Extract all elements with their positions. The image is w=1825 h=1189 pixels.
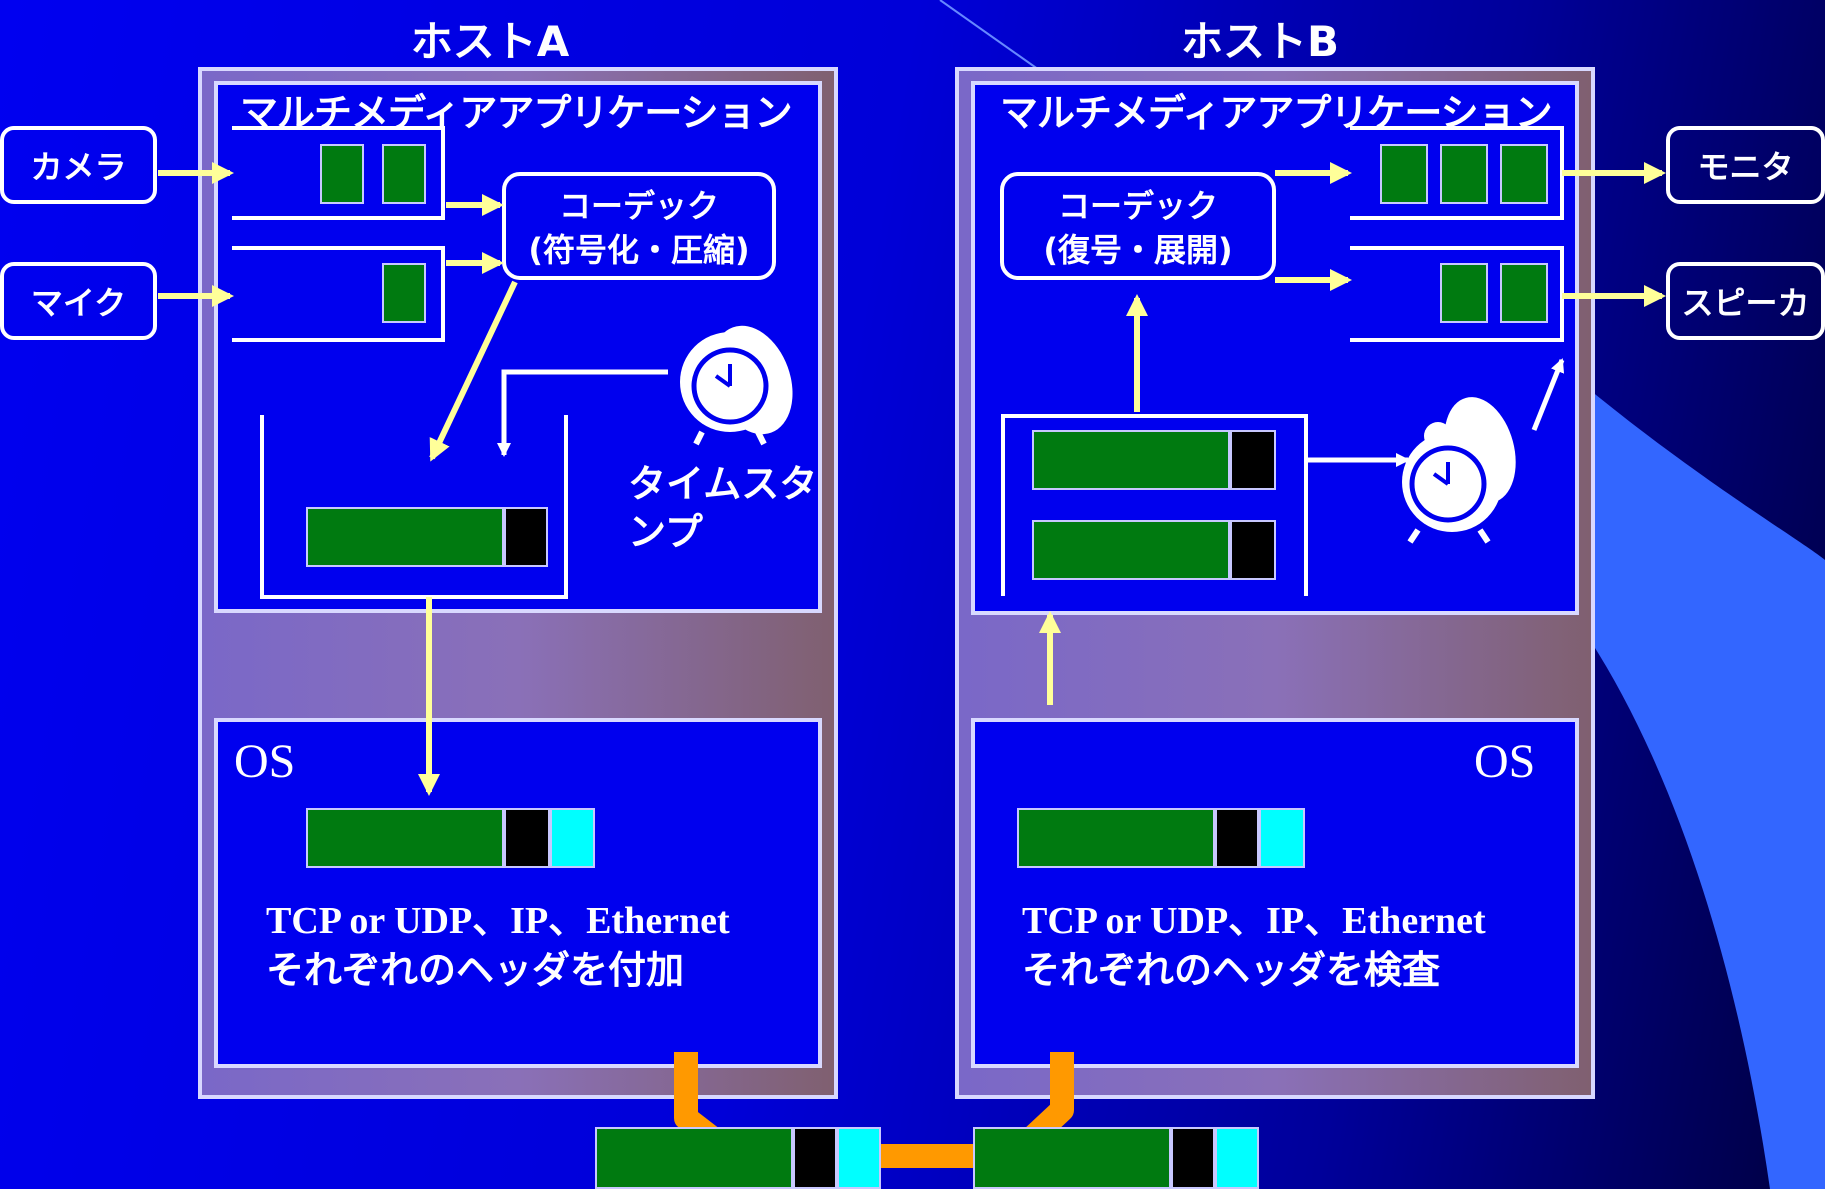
host-b-os-label: OS — [1474, 735, 1536, 788]
host-b-title: ホストB — [1180, 17, 1339, 66]
payload-block — [306, 808, 504, 868]
encoder-title: コーデック — [558, 187, 719, 225]
wire-packet-net-header — [1215, 1127, 1259, 1189]
audio-sample-block — [1500, 263, 1548, 323]
timestamp-header-block — [504, 507, 548, 567]
audio-sample-block — [382, 263, 426, 323]
payload-block — [306, 507, 504, 567]
timestamp-header-block — [1230, 520, 1276, 580]
alarm-clock-icon — [680, 325, 793, 446]
encoder-box: コーデック (符号化・圧縮) — [502, 172, 776, 280]
alarm-clock-icon — [1402, 397, 1516, 544]
host-a-input-queues — [232, 126, 568, 599]
audio-sample-block — [1440, 263, 1488, 323]
timestamp-label-line2: ンプ — [628, 510, 703, 554]
camera-frame-block — [320, 144, 364, 204]
timestamp-header-block — [1215, 808, 1259, 868]
payload-block — [1032, 430, 1230, 490]
host-b-os-panel — [971, 718, 1579, 1068]
network-header-block — [550, 808, 595, 868]
host-a-protocol-line2: それぞれのヘッダを付加 — [266, 950, 685, 992]
data-flow-arrows — [158, 162, 1666, 796]
host-a-os-label: OS — [234, 735, 296, 788]
timing-arrows — [497, 358, 1565, 467]
encoder-subtitle: (符号化・圧縮) — [528, 231, 750, 269]
network-header-block — [1259, 808, 1305, 868]
host-b-protocol-line1: TCP or UDP、IP、Ethernet — [1022, 900, 1486, 942]
camera-box: カメラ — [0, 126, 157, 204]
wire-packet-payload — [595, 1127, 793, 1189]
video-frame-block — [1380, 144, 1428, 204]
wire-packet-payload — [973, 1127, 1171, 1189]
monitor-box: モニタ — [1666, 126, 1825, 204]
mic-box: マイク — [0, 262, 157, 340]
host-b-protocol-line2: それぞれのヘッダを検査 — [1022, 950, 1441, 992]
video-frame-block — [1440, 144, 1488, 204]
video-frame-block — [1500, 144, 1548, 204]
decoder-subtitle: (復号・展開) — [1043, 231, 1233, 269]
wire-packet-app-header — [1171, 1127, 1215, 1189]
host-a-os-panel — [214, 718, 822, 1068]
decoder-title: コーデック — [1057, 187, 1218, 225]
host-a-protocol-text: TCP or UDP、IP、Ethernet それぞれのヘッダを付加 — [266, 896, 730, 996]
host-a-protocol-line1: TCP or UDP、IP、Ethernet — [266, 900, 730, 942]
speaker-box: スピーカ — [1666, 262, 1825, 340]
camera-frame-block — [382, 144, 426, 204]
host-a-title: ホストA — [410, 17, 570, 66]
payload-block — [1032, 520, 1230, 580]
timestamp-label-line1: タイムスタ — [628, 462, 818, 506]
timestamp-header-block — [504, 808, 550, 868]
wire-packet-net-header — [837, 1127, 881, 1189]
decoder-box: コーデック (復号・展開) — [1000, 172, 1276, 280]
wire-packet-app-header — [793, 1127, 837, 1189]
host-b-protocol-text: TCP or UDP、IP、Ethernet それぞれのヘッダを検査 — [1022, 896, 1486, 996]
timestamp-header-block — [1230, 430, 1276, 490]
payload-block — [1017, 808, 1215, 868]
timestamp-label: タイムスタ ンプ — [628, 460, 817, 556]
